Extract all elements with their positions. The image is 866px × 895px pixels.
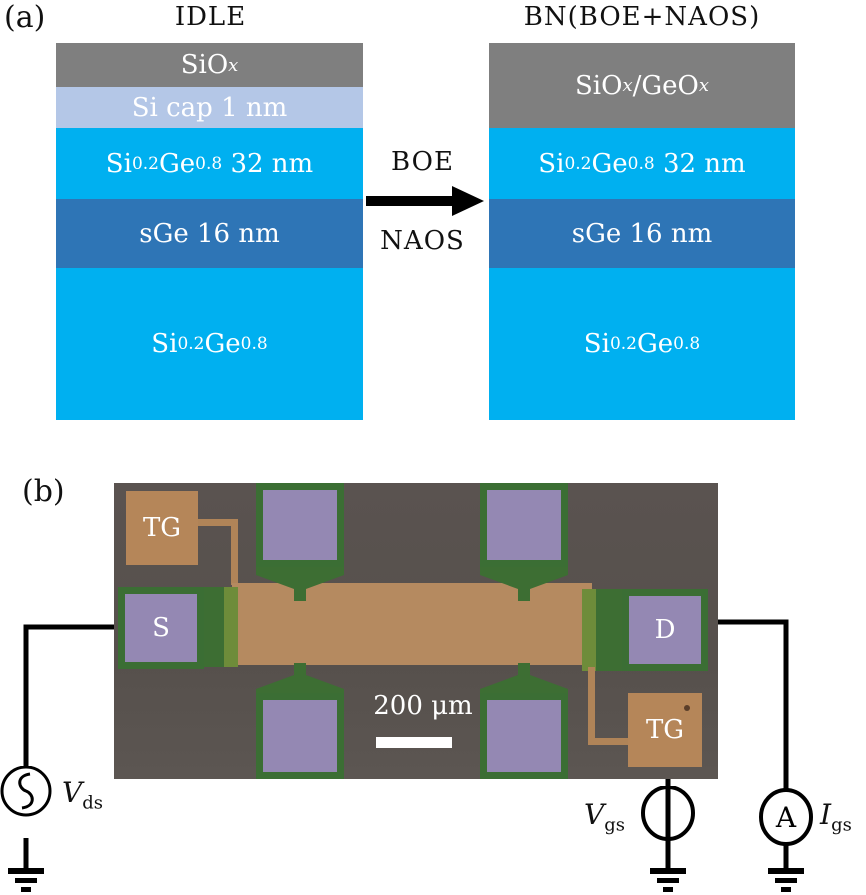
ground-icon [768,868,804,892]
scale-bar-label: 200 μm [373,691,473,721]
hall-pad-top-left[interactable] [256,483,344,567]
wire-drain [716,619,789,790]
panel-a-label: (a) [4,0,46,35]
top-gate-pad-right[interactable]: TG [628,693,702,767]
source-contact-overlap [224,587,238,667]
ac-voltage-source-icon [0,766,52,817]
gate-trace-left [198,519,238,526]
source-pad[interactable]: S [118,587,204,669]
ground-icon [8,868,44,892]
hall-pad-top-right[interactable] [480,483,568,567]
particle-dot [684,705,690,711]
igs-label: Igs [820,798,852,836]
ammeter-letter: A [775,801,797,834]
gate-trace-left-vertical [231,519,238,585]
layer-sge-16nm: sGe 16 nm [489,199,795,268]
layer-sge-16nm: sGe 16 nm [56,199,363,268]
left-stack-title: IDLE [174,2,247,32]
process-arrow-icon [366,186,484,216]
device-micrograph: TG TG S D 200 μm [114,483,718,779]
ammeter-icon: A [759,788,813,846]
boe-label: BOE [391,147,454,177]
hall-pad-bottom-left[interactable] [256,693,344,779]
wire-source [23,624,116,770]
panel-b-label: (b) [22,474,65,509]
gate-trace-right [588,738,628,745]
drain-contact-overlap [582,589,596,671]
vds-label: Vds [62,776,103,814]
hall-probe-tapers [256,565,568,699]
drain-pad[interactable]: D [622,589,708,671]
vgs-label: Vgs [584,798,625,836]
layer-si-cap: Si cap 1 nm [56,87,363,128]
naos-label: NAOS [380,226,465,256]
right-stack-title: BN(BOE+NAOS) [523,2,761,32]
hall-pad-bottom-right[interactable] [480,693,568,779]
gate-trace-right-vertical [588,667,595,745]
channel-mesa [232,583,592,665]
ground-icon [650,868,686,892]
scale-bar [376,737,452,748]
dc-voltage-source-icon [641,786,695,841]
top-gate-pad-left[interactable]: TG [126,491,198,565]
